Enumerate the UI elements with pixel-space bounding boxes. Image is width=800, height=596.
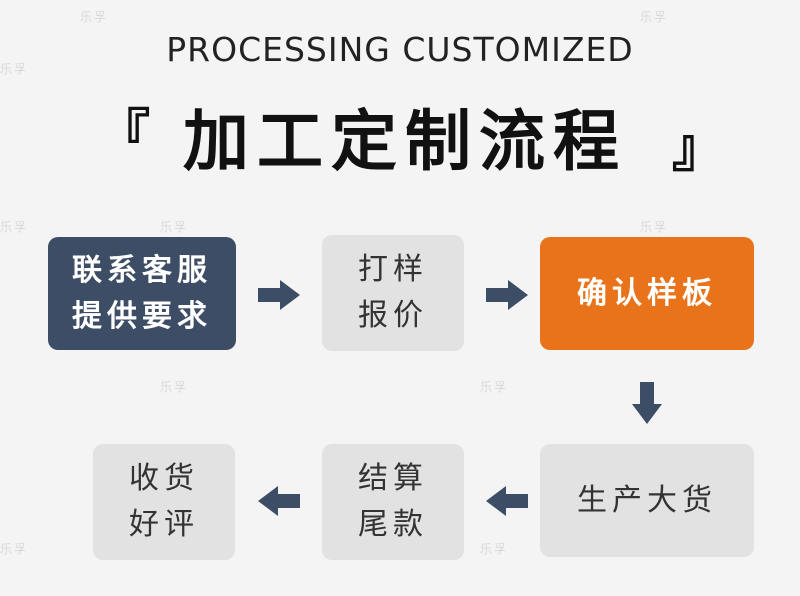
arrow-left-icon: [258, 486, 300, 516]
step-receive-review: 收货 好评: [93, 444, 235, 560]
open-bracket: 『: [98, 105, 151, 165]
watermark-text: 乐孚: [480, 542, 509, 556]
watermark-text: 乐孚: [640, 10, 669, 24]
close-bracket: 』: [672, 119, 725, 179]
step-contact-service: 联系客服 提供要求: [48, 237, 236, 350]
subtitle: PROCESSING CUSTOMIZED: [166, 30, 634, 69]
watermark-text: 乐孚: [0, 62, 29, 76]
watermark-text: 乐孚: [0, 220, 29, 234]
watermark-text: 乐孚: [160, 220, 189, 234]
step-label: 确认样板: [577, 275, 717, 311]
step-label: 联系客服 提供要求: [72, 252, 212, 334]
watermark-text: 乐孚: [160, 380, 189, 394]
step-label: 收货 好评: [129, 461, 199, 542]
step-label: 生产大货: [577, 482, 717, 518]
arrow-left-icon: [486, 486, 528, 516]
step-label: 打样 报价: [358, 252, 428, 333]
watermark-text: 乐孚: [480, 380, 509, 394]
title-block: 『 加工定制流程 』: [0, 88, 800, 180]
step-final-payment: 结算 尾款: [322, 444, 464, 560]
watermark-text: 乐孚: [80, 10, 109, 24]
page-title: 加工定制流程: [183, 103, 627, 180]
step-mass-production: 生产大货: [540, 444, 754, 557]
arrow-right-icon: [258, 280, 300, 310]
arrow-right-icon: [486, 280, 528, 310]
step-label: 结算 尾款: [358, 461, 428, 542]
watermark-text: 乐孚: [640, 220, 669, 234]
step-sample-quote: 打样 报价: [322, 235, 464, 351]
watermark-text: 乐孚: [0, 542, 29, 556]
arrow-down-icon: [632, 382, 662, 424]
step-confirm-sample: 确认样板: [540, 237, 754, 350]
